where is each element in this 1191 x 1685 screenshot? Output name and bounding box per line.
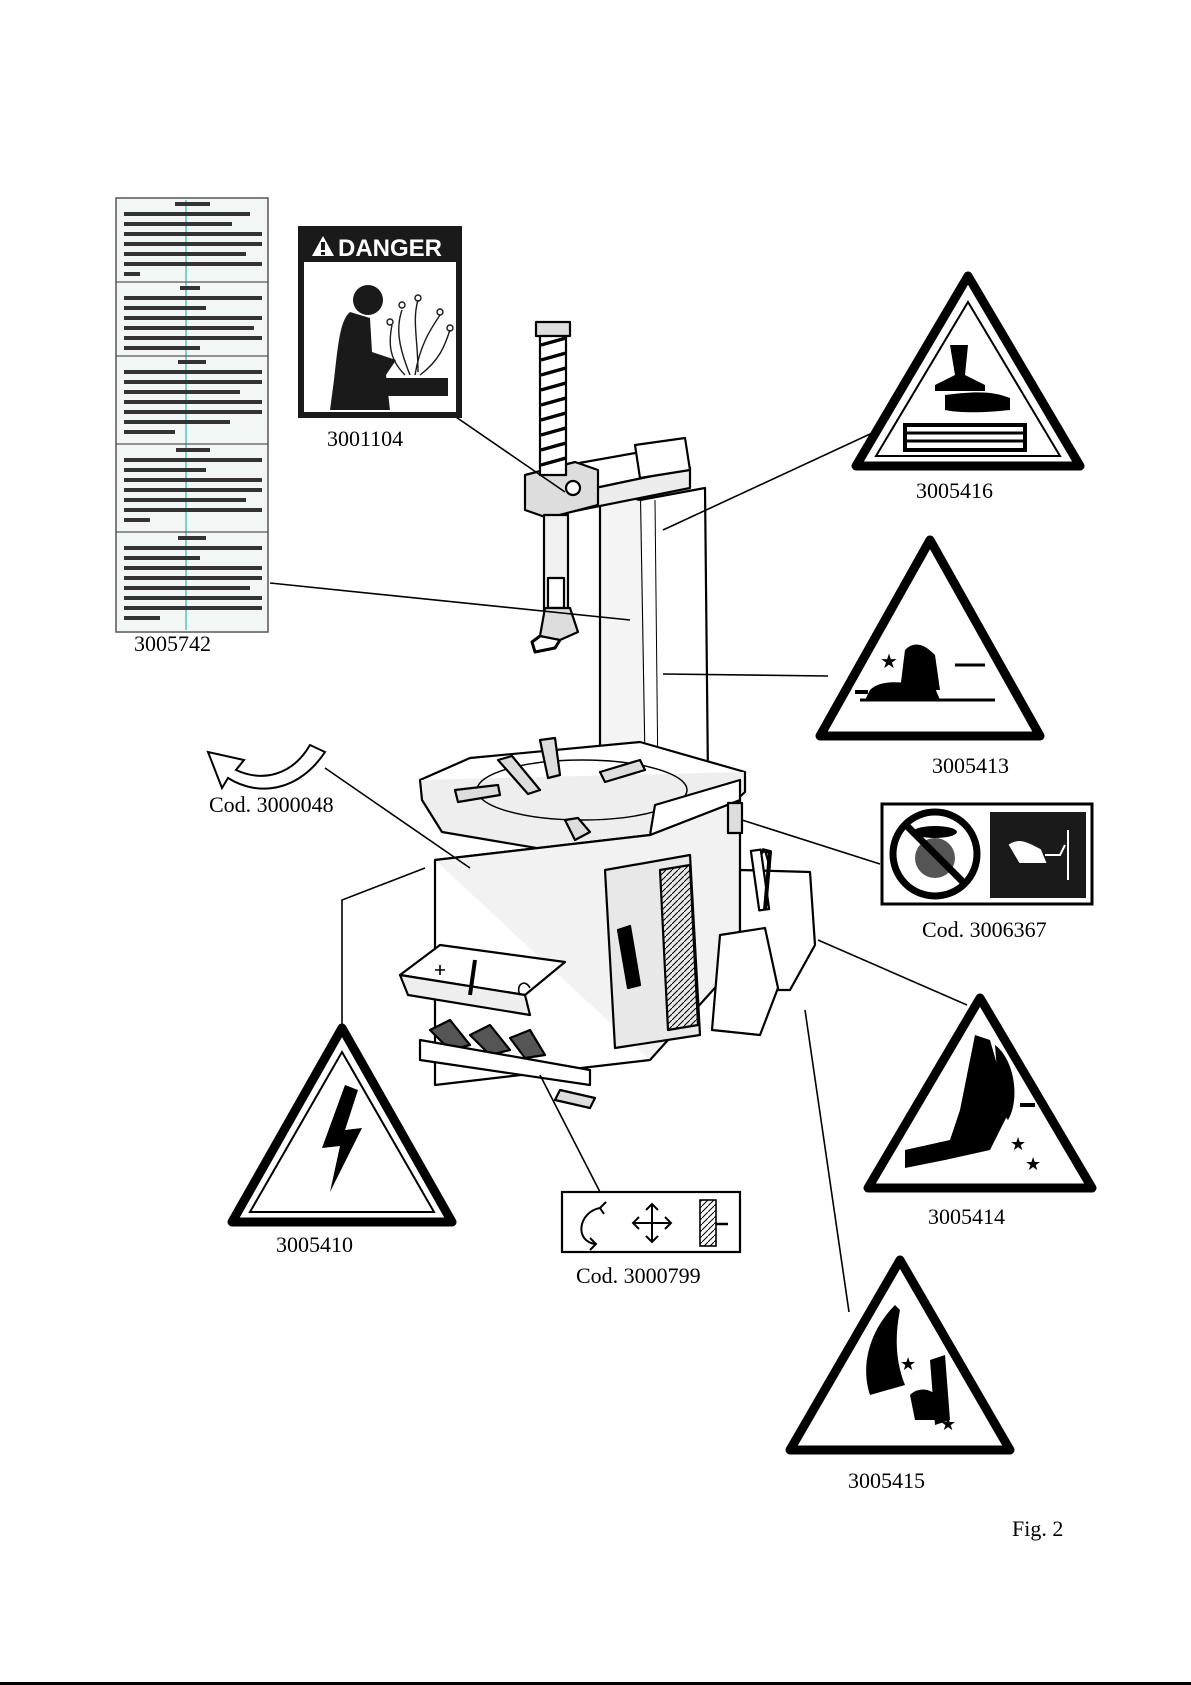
svg-text:★: ★ bbox=[880, 649, 898, 673]
foot-crush-warning-sign: ★ ★ bbox=[868, 998, 1092, 1188]
voltage-code-label: 3005410 bbox=[276, 1232, 353, 1257]
hand-crush-warning-sign bbox=[856, 276, 1080, 466]
pedal-symbols-sign bbox=[562, 1192, 740, 1252]
svg-text:★: ★ bbox=[1025, 1154, 1041, 1175]
figure-label: Fig. 2 bbox=[1012, 1516, 1063, 1541]
danger-sign: DANGER bbox=[298, 226, 462, 418]
crush-hand-code-label: 3005416 bbox=[916, 478, 993, 503]
rotation-arrow-label bbox=[208, 745, 325, 789]
danger-header-text: DANGER bbox=[338, 235, 442, 262]
foot-crush-code-label: 3005414 bbox=[928, 1204, 1005, 1229]
warning-sheet-code-label: 3005742 bbox=[134, 631, 211, 656]
svg-text:★: ★ bbox=[940, 1414, 956, 1435]
rotation-code-label: Cod. 3000048 bbox=[209, 792, 334, 817]
leader-3005410 bbox=[342, 868, 425, 1027]
hand-pinch-warning-sign: ★ bbox=[820, 540, 1040, 736]
tire-changer-machine bbox=[400, 322, 815, 1108]
pinch-hand-code-label: 3005413 bbox=[932, 753, 1009, 778]
no-air-warning-sign bbox=[882, 804, 1092, 904]
svg-text:★: ★ bbox=[900, 1354, 916, 1375]
curved-arrow-icon bbox=[208, 745, 325, 789]
danger-code-label: 3001104 bbox=[327, 426, 403, 451]
leader-3005415 bbox=[805, 1010, 849, 1312]
leader-3005742 bbox=[270, 583, 630, 620]
bead-breaker-code-label: 3005415 bbox=[848, 1468, 925, 1493]
warning-instruction-sheet bbox=[116, 198, 268, 632]
prohibition-icon bbox=[893, 812, 977, 896]
bead-breaker-warning-sign: ★ ★ bbox=[790, 1260, 1010, 1450]
no-air-code-label: Cod. 3006367 bbox=[922, 917, 1047, 942]
svg-text:★: ★ bbox=[1010, 1134, 1026, 1155]
leader-3005414 bbox=[818, 940, 967, 1005]
leader-3005416 bbox=[663, 428, 883, 530]
pedal-code-label: Cod. 3000799 bbox=[576, 1263, 701, 1288]
